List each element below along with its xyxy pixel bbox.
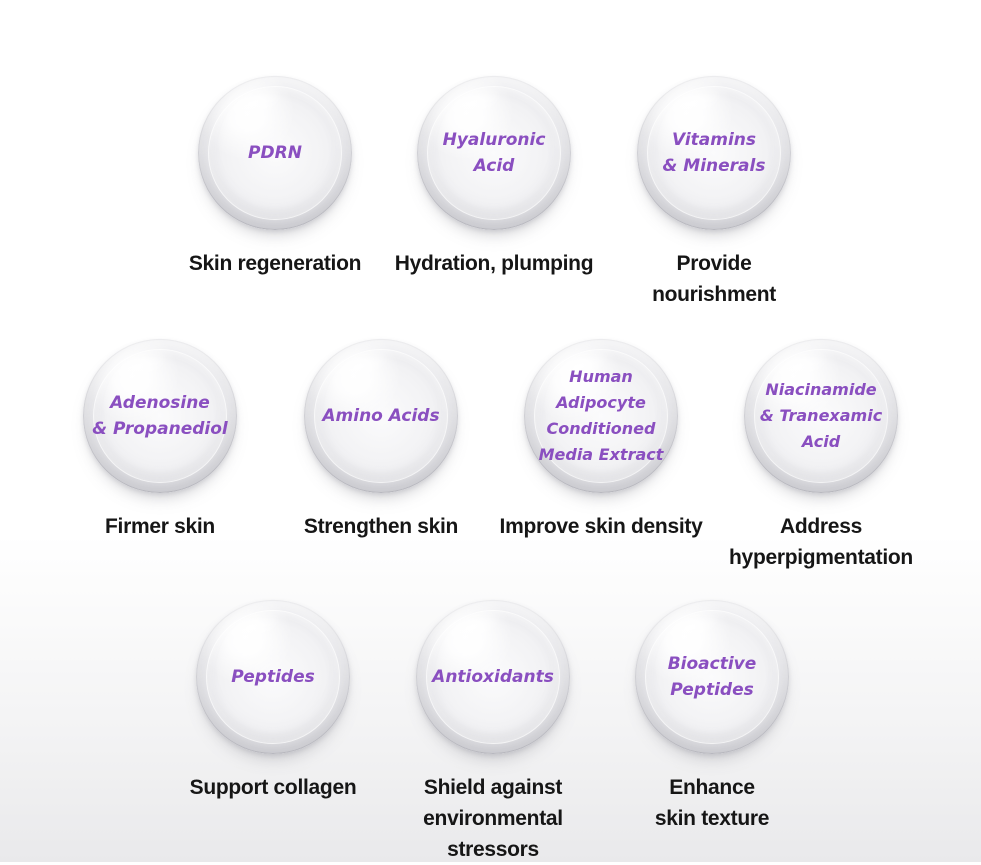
ingredient-benefit: Enhance skin texture — [654, 776, 770, 830]
ingredient-name: Human Adipocyte Conditioned Media Extrac… — [538, 367, 664, 464]
ingredient-name: PDRN — [248, 143, 302, 163]
ingredient-benefit: Improve skin density — [499, 515, 703, 538]
ingredient-card-adenosine-propanediol: Adenosine & Propanediol Firmer skin — [45, 339, 275, 542]
ingredient-card-pdrn: PDRN Skin regeneration — [160, 76, 390, 279]
ingredient-name: Hyaluronic Acid — [442, 130, 546, 176]
ingredient-benefit: Provide nourishment — [652, 252, 776, 306]
ingredient-name: Vitamins & Minerals — [662, 130, 766, 176]
ingredient-card-peptides: Peptides Support collagen — [158, 600, 388, 803]
ingredient-bubble: Antioxidants — [416, 600, 570, 754]
ingredient-bubble: Vitamins & Minerals — [637, 76, 791, 230]
ingredient-name: Niacinamide & Tranexamic Acid — [759, 380, 883, 451]
ingredient-bubble: PDRN — [198, 76, 352, 230]
ingredient-card-vitamins-minerals: Vitamins & Minerals Provide nourishment — [599, 76, 829, 310]
ingredient-benefit: Strengthen skin — [303, 515, 459, 538]
ingredient-name: Peptides — [231, 667, 315, 687]
ingredient-benefit: Skin regeneration — [188, 252, 362, 275]
ingredient-name: Amino Acids — [322, 406, 440, 426]
ingredient-benefit: Firmer skin — [105, 515, 215, 538]
ingredient-bubble: Peptides — [196, 600, 350, 754]
ingredient-name: Bioactive Peptides — [667, 654, 757, 700]
ingredient-card-bioactive-peptides: Bioactive Peptides Enhance skin texture — [597, 600, 827, 834]
ingredient-bubble: Niacinamide & Tranexamic Acid — [744, 339, 898, 493]
ingredient-benefit: Address hyperpigmentation — [729, 515, 913, 569]
ingredient-card-hyaluronic-acid: Hyaluronic Acid Hydration, plumping — [379, 76, 609, 279]
ingredient-name: Antioxidants — [432, 667, 554, 687]
ingredient-bubble: Hyaluronic Acid — [417, 76, 571, 230]
ingredient-bubble: Human Adipocyte Conditioned Media Extrac… — [524, 339, 678, 493]
ingredient-card-adipocyte-extract: Human Adipocyte Conditioned Media Extrac… — [486, 339, 716, 542]
ingredient-name: Adenosine & Propanediol — [92, 393, 228, 439]
ingredient-benefit: Shield against environmental stressors — [423, 776, 563, 861]
ingredient-bubble: Adenosine & Propanediol — [83, 339, 237, 493]
ingredient-card-amino-acids: Amino Acids Strengthen skin — [266, 339, 496, 542]
ingredient-benefit: Hydration, plumping — [394, 252, 594, 275]
ingredient-bubble: Bioactive Peptides — [635, 600, 789, 754]
ingredient-card-antioxidants: Antioxidants Shield against environmenta… — [378, 600, 608, 865]
ingredient-card-niacinamide-tranexamic-acid: Niacinamide & Tranexamic Acid Address hy… — [706, 339, 936, 573]
ingredient-benefit: Support collagen — [189, 776, 357, 799]
ingredient-bubble: Amino Acids — [304, 339, 458, 493]
